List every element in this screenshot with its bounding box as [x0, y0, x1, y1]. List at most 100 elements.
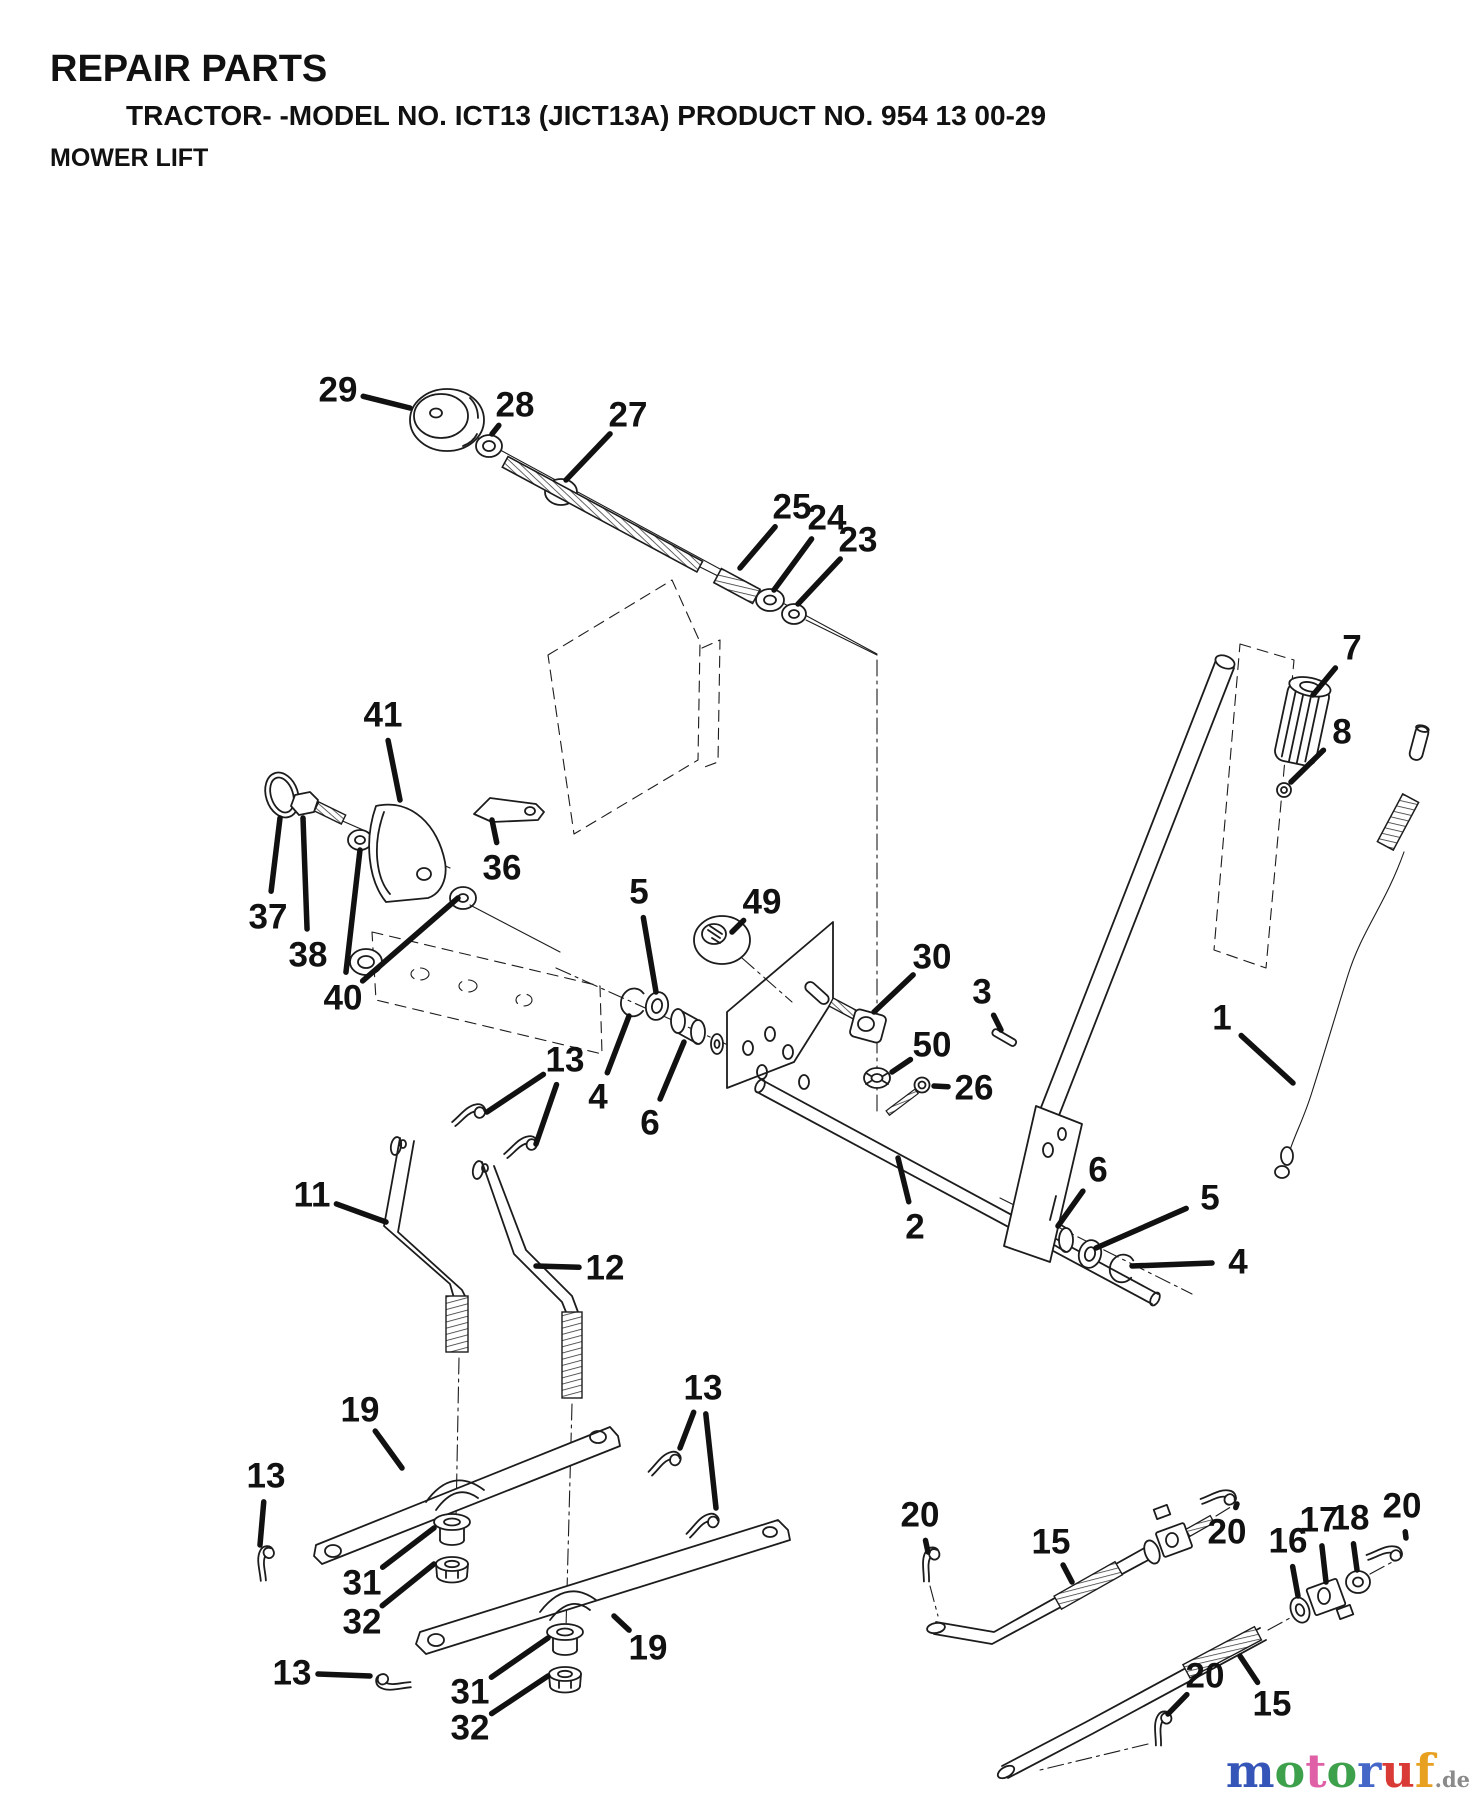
section-title: MOWER LIFT — [50, 144, 209, 172]
leader-line-13-mid — [703, 1411, 719, 1511]
callout-25: 25 — [773, 488, 812, 527]
retainer-pin-13d — [373, 1666, 413, 1697]
retainer-pin-20d — [1364, 1538, 1406, 1574]
nut-28 — [475, 434, 503, 458]
retainer-pin-13e — [647, 1444, 685, 1486]
threaded-rod-27 — [501, 455, 704, 573]
leader-line-20-a — [922, 1537, 931, 1555]
leader-line-31-lower — [488, 1635, 551, 1680]
leader-line-18 — [1350, 1541, 1360, 1573]
leader-line-24 — [771, 536, 815, 593]
watermark-motoruf: motoruf.de — [1226, 1748, 1470, 1794]
callout-50: 50 — [913, 1026, 952, 1065]
watermark-letter: o — [1274, 1744, 1306, 1798]
clevis-pin-3 — [991, 1028, 1018, 1047]
callout-23: 23 — [839, 521, 878, 560]
watermark-letter: u — [1381, 1744, 1415, 1798]
watermark-letter: r — [1357, 1744, 1382, 1798]
washer-5-left — [644, 991, 670, 1021]
cotter-pin-26 — [885, 1076, 931, 1117]
leader-line-38 — [300, 815, 310, 932]
part-suspension-links-group — [383, 1096, 583, 1629]
leader-line-50 — [889, 1056, 914, 1075]
leader-line-17 — [1319, 1543, 1329, 1585]
washer-small — [710, 1033, 724, 1055]
callout-32-lower: 32 — [451, 1709, 490, 1748]
link-12 — [471, 1160, 583, 1629]
callout-20-c: 20 — [1186, 1657, 1225, 1696]
page-title: REPAIR PARTS — [50, 48, 328, 90]
leader-line-49 — [729, 917, 747, 935]
callout-32-upper: 32 — [343, 1603, 382, 1642]
callout-40: 40 — [324, 979, 363, 1018]
callout-19-upper: 19 — [341, 1391, 380, 1430]
leader-line-2 — [895, 1155, 912, 1205]
callout-13-bottom: 13 — [273, 1654, 312, 1693]
callout-6-left: 6 — [640, 1104, 659, 1143]
leader-line-6-left — [657, 1039, 687, 1102]
leader-line-40 — [343, 847, 363, 975]
shaft-2 — [754, 1078, 1161, 1307]
washer-16 — [1289, 1596, 1311, 1624]
callout-16: 16 — [1269, 1522, 1308, 1561]
leader-line-20-c — [1165, 1691, 1190, 1717]
callout-17: 17 — [1300, 1501, 1339, 1540]
watermark-letter: t — [1305, 1744, 1327, 1798]
leader-line-27 — [563, 431, 613, 483]
callout-19-lower: 19 — [629, 1629, 668, 1668]
callout-13-left: 13 — [247, 1457, 286, 1496]
leader-line-28 — [489, 422, 502, 437]
nut-32-upper — [435, 1556, 469, 1584]
part-latch-bracket-group — [264, 771, 561, 953]
leader-line-20-b — [1232, 1501, 1240, 1511]
leader-line-13-top — [533, 1081, 560, 1147]
part-lift-arms-group — [251, 1426, 791, 1697]
callout-36: 36 — [483, 849, 522, 888]
part-lift-cable-1 — [1274, 724, 1430, 1179]
nut-32-lower — [548, 1666, 582, 1694]
leader-line-36 — [489, 817, 500, 846]
leader-line-20-d — [1402, 1529, 1409, 1541]
callout-5-left: 5 — [629, 873, 648, 912]
retainer-pin-20c — [1149, 1709, 1177, 1748]
leader-line-5-left — [640, 914, 659, 995]
watermark-letter: o — [1326, 1744, 1358, 1798]
console-panel-outline — [547, 579, 721, 835]
leader-line-31-upper — [379, 1525, 437, 1570]
leader-line-16 — [1289, 1563, 1301, 1599]
button-8 — [1276, 782, 1292, 798]
leader-line-11 — [333, 1201, 389, 1225]
model-subtitle: TRACTOR- -MODEL NO. ICT13 (JICT13A) PROD… — [126, 100, 1047, 131]
leader-line-29 — [360, 393, 413, 411]
link-15-lower — [996, 1617, 1291, 1780]
link-15-upper — [926, 1504, 1235, 1645]
callout-1: 1 — [1212, 999, 1231, 1038]
bolt-30 — [828, 997, 887, 1044]
nut-23 — [781, 603, 807, 625]
leader-line-23 — [795, 556, 843, 607]
leader-line-26 — [931, 1083, 951, 1090]
lever-bracket — [1003, 1105, 1083, 1263]
watermark-letter: m — [1225, 1744, 1275, 1798]
leader-line-32-upper — [379, 1561, 437, 1609]
retainer-pin-13b — [502, 1128, 542, 1169]
leader-line-25 — [737, 524, 778, 571]
part-front-links-group — [917, 1482, 1406, 1780]
callout-11: 11 — [294, 1176, 331, 1215]
leader-line-13-left — [257, 1499, 267, 1548]
callout-24: 24 — [808, 499, 847, 538]
leader-line-7 — [1310, 665, 1339, 698]
washer-24 — [755, 588, 785, 612]
callout-6-right: 6 — [1088, 1151, 1107, 1190]
callout-2: 2 — [905, 1208, 924, 1247]
leader-line-37 — [268, 815, 283, 894]
callout-15-upper: 15 — [1032, 1523, 1071, 1562]
link-11 — [383, 1136, 469, 1519]
callout-13-top: 13 — [546, 1041, 585, 1080]
retainer-pin-20a — [917, 1545, 945, 1584]
leader-line-15-lower — [1237, 1653, 1261, 1686]
latch-36 — [473, 797, 545, 823]
leader-line-5-right — [1093, 1205, 1189, 1251]
leader-line-8 — [1288, 747, 1327, 785]
